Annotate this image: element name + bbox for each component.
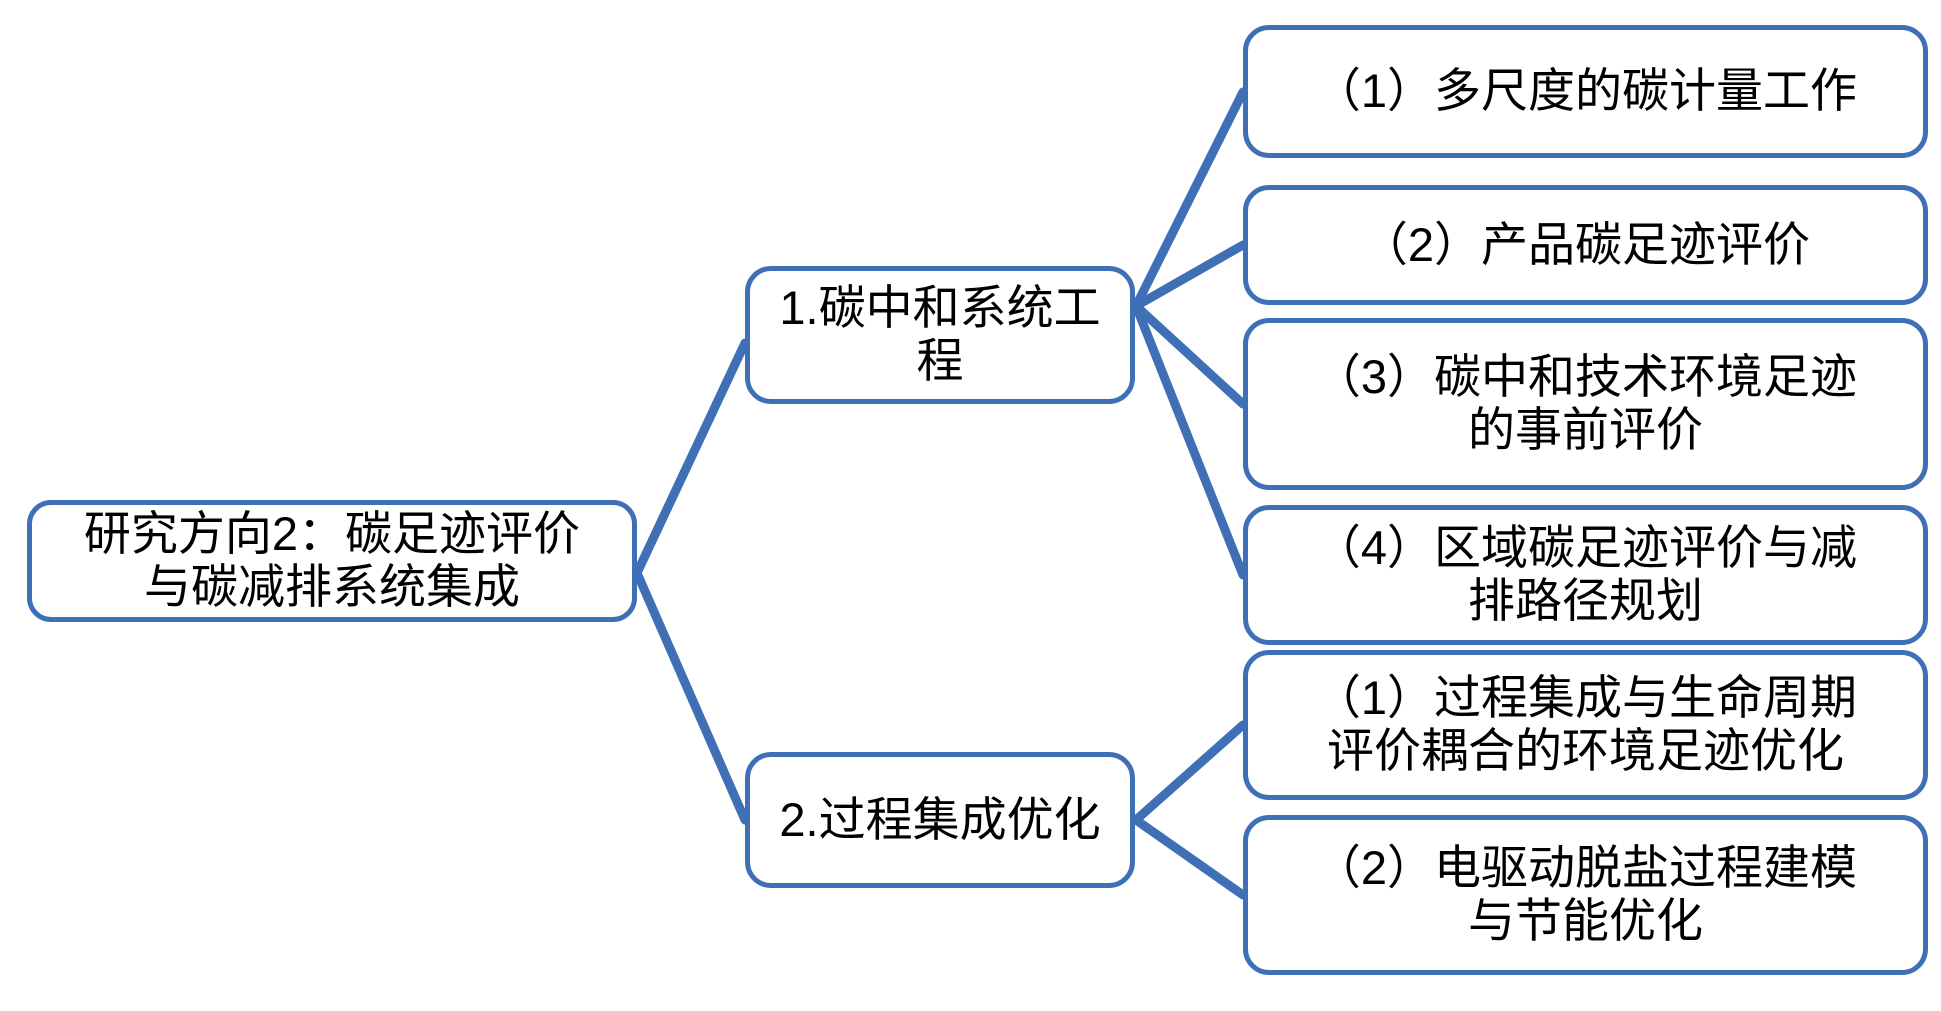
branch-node-2[interactable]: 2.过程集成优化 (745, 752, 1135, 888)
leaf-node-branch1-2[interactable]: （2）产品碳足迹评价 (1243, 185, 1928, 305)
connector-branch1-to-leaf3 (1131, 301, 1248, 409)
leaf-node-branch2-2[interactable]: （2）电驱动脱盐过程建模 与节能优化 (1243, 815, 1928, 975)
connector-branch2-to-leaf5 (1131, 720, 1248, 825)
root-node[interactable]: 研究方向2：碳足迹评价 与碳减排系统集成 (27, 500, 637, 622)
branch-node-1[interactable]: 1.碳中和系统工 程 (745, 266, 1135, 404)
connector-root-to-branch1 (632, 338, 750, 578)
leaf-node-branch1-3[interactable]: （3）碳中和技术环境足迹 的事前评价 (1243, 318, 1928, 490)
leaf-node-branch2-1[interactable]: （1）过程集成与生命周期 评价耦合的环境足迹优化 (1243, 650, 1928, 800)
connector-branch2-to-leaf6 (1131, 815, 1248, 900)
connector-branch1-to-leaf4 (1131, 301, 1248, 580)
leaf-node-branch1-1[interactable]: （1）多尺度的碳计量工作 (1243, 25, 1928, 158)
connector-branch1-to-leaf2 (1131, 240, 1248, 311)
leaf-node-branch1-4[interactable]: （4）区域碳足迹评价与减 排路径规划 (1243, 505, 1928, 645)
connector-branch1-to-leaf1 (1131, 87, 1248, 311)
connector-root-to-branch2 (632, 568, 750, 825)
